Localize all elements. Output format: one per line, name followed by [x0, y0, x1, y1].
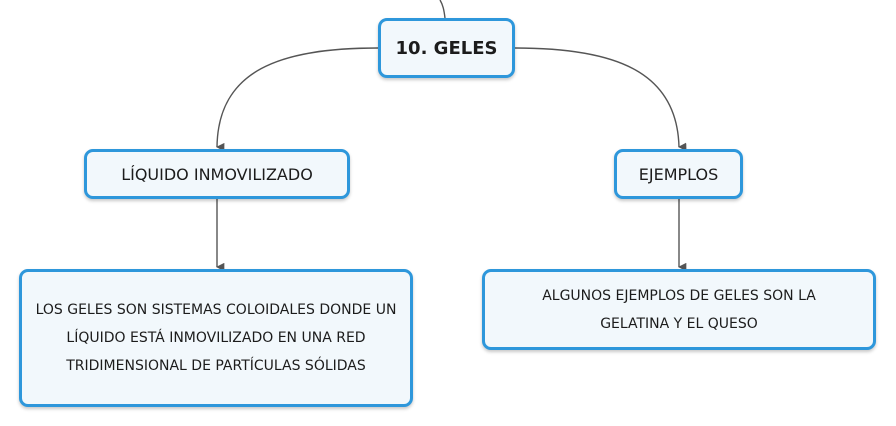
node-descripcion-text: LOS GELES SON SISTEMAS COLOIDALES DONDE …: [35, 302, 397, 374]
node-ejemplos-text: ALGUNOS EJEMPLOS DE GELES SON LA GELATIN…: [542, 287, 816, 332]
node-liquido-inmovilizado[interactable]: LÍQUIDO INMOVILIZADO: [84, 149, 350, 199]
node-ejemplos[interactable]: EJEMPLOS: [614, 149, 743, 199]
connector-parent-to-root: [439, 0, 446, 19]
node-root-geles[interactable]: 10. GELES: [378, 18, 515, 78]
node-ejemplos-label: EJEMPLOS: [638, 164, 719, 184]
connector-root-to-ejemplos: [514, 47, 687, 152]
node-root-label: 10. GELES: [395, 37, 498, 59]
node-ejemplos-geles[interactable]: ALGUNOS EJEMPLOS DE GELES SON LA GELATIN…: [482, 269, 876, 350]
node-liquido-label: LÍQUIDO INMOVILIZADO: [121, 164, 313, 184]
node-descripcion-geles[interactable]: LOS GELES SON SISTEMAS COLOIDALES DONDE …: [19, 269, 413, 407]
connector-root-to-liquido: [215, 47, 379, 152]
